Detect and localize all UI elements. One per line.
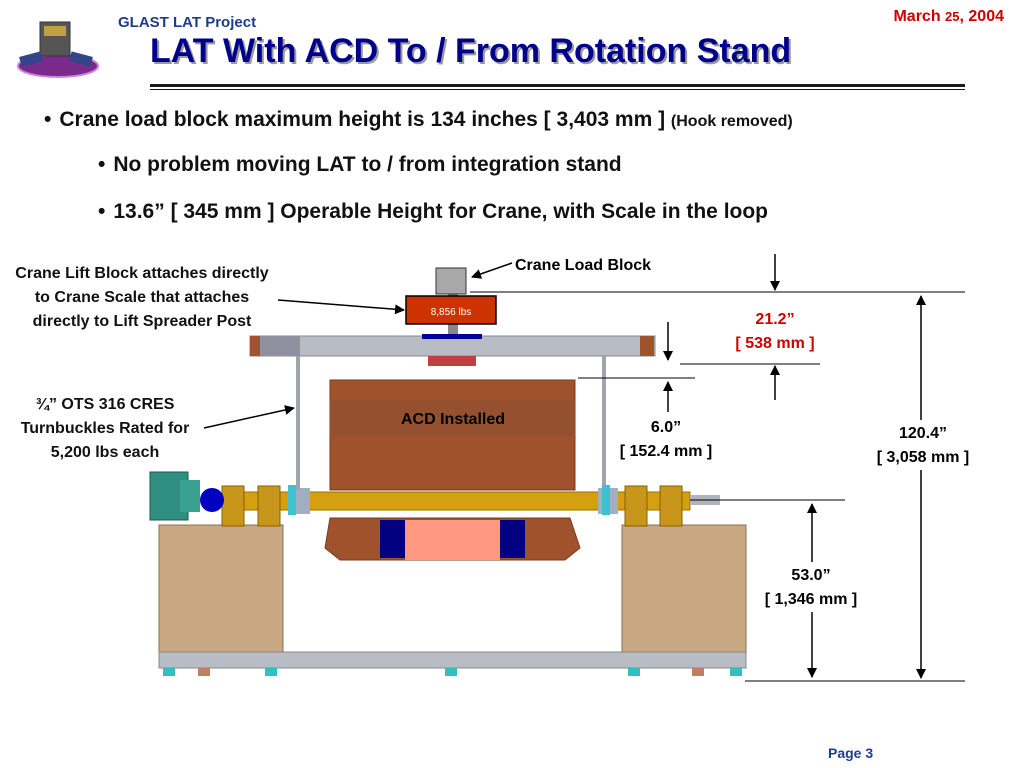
lift-post <box>448 290 458 336</box>
scale-reading: 8,856 lbs <box>431 307 472 318</box>
note-turnbuckles: ¾” OTS 316 CRES Turnbuckles Rated for 5,… <box>20 396 190 461</box>
base-rail <box>158 651 747 669</box>
bullet-sub-2: •13.6” [ 345 mm ] Operable Height for Cr… <box>98 200 769 223</box>
bullet-main: •Crane load block maximum height is 134 … <box>44 108 793 131</box>
slide-date: March 25, 2004 <box>893 8 1004 25</box>
project-name: GLAST LAT Project <box>118 14 257 31</box>
rotation-shaft <box>229 491 691 511</box>
crane-load-block <box>435 267 467 295</box>
dim-6-inches: 6.0” <box>651 419 681 436</box>
drive-coupling <box>200 488 224 512</box>
dim-53-mm: [ 1,346 mm ] <box>765 591 857 608</box>
dim-21-inches: 21.2” <box>755 311 794 328</box>
dim-120-inches: 120.4” <box>899 425 947 442</box>
note-lift-block: Crane Lift Block attaches directly to Cr… <box>15 265 269 330</box>
dim-53-inches: 53.0” <box>791 567 830 584</box>
dim-21-mm: [ 538 mm ] <box>735 335 814 352</box>
acd-installed-label: ACD Installed <box>401 411 505 428</box>
title-rule <box>150 84 965 87</box>
crane-scale <box>405 295 497 325</box>
page-number: Page 3 <box>828 745 874 761</box>
crane-load-block-label: Crane Load Block <box>515 257 651 274</box>
title-rule-thin <box>150 89 965 90</box>
glast-satellite-logo-icon <box>17 21 99 78</box>
slide-title: LAT With ACD To / From Rotation Stand <box>150 32 792 70</box>
lat-grid <box>324 517 581 561</box>
turnbuckle-rods <box>296 356 606 490</box>
drive-motor <box>149 471 189 521</box>
left-support-block <box>158 524 284 654</box>
bullet-sub-1: •No problem moving LAT to / from integra… <box>98 153 622 176</box>
acd-box <box>329 379 576 491</box>
dim-6-mm: [ 152.4 mm ] <box>620 443 712 460</box>
dim-120-mm: [ 3,058 mm ] <box>877 449 969 466</box>
right-support-block <box>621 524 747 654</box>
stand-feet <box>163 668 742 676</box>
bearing-mounts <box>221 485 683 527</box>
lift-spreader-beam <box>249 335 656 357</box>
